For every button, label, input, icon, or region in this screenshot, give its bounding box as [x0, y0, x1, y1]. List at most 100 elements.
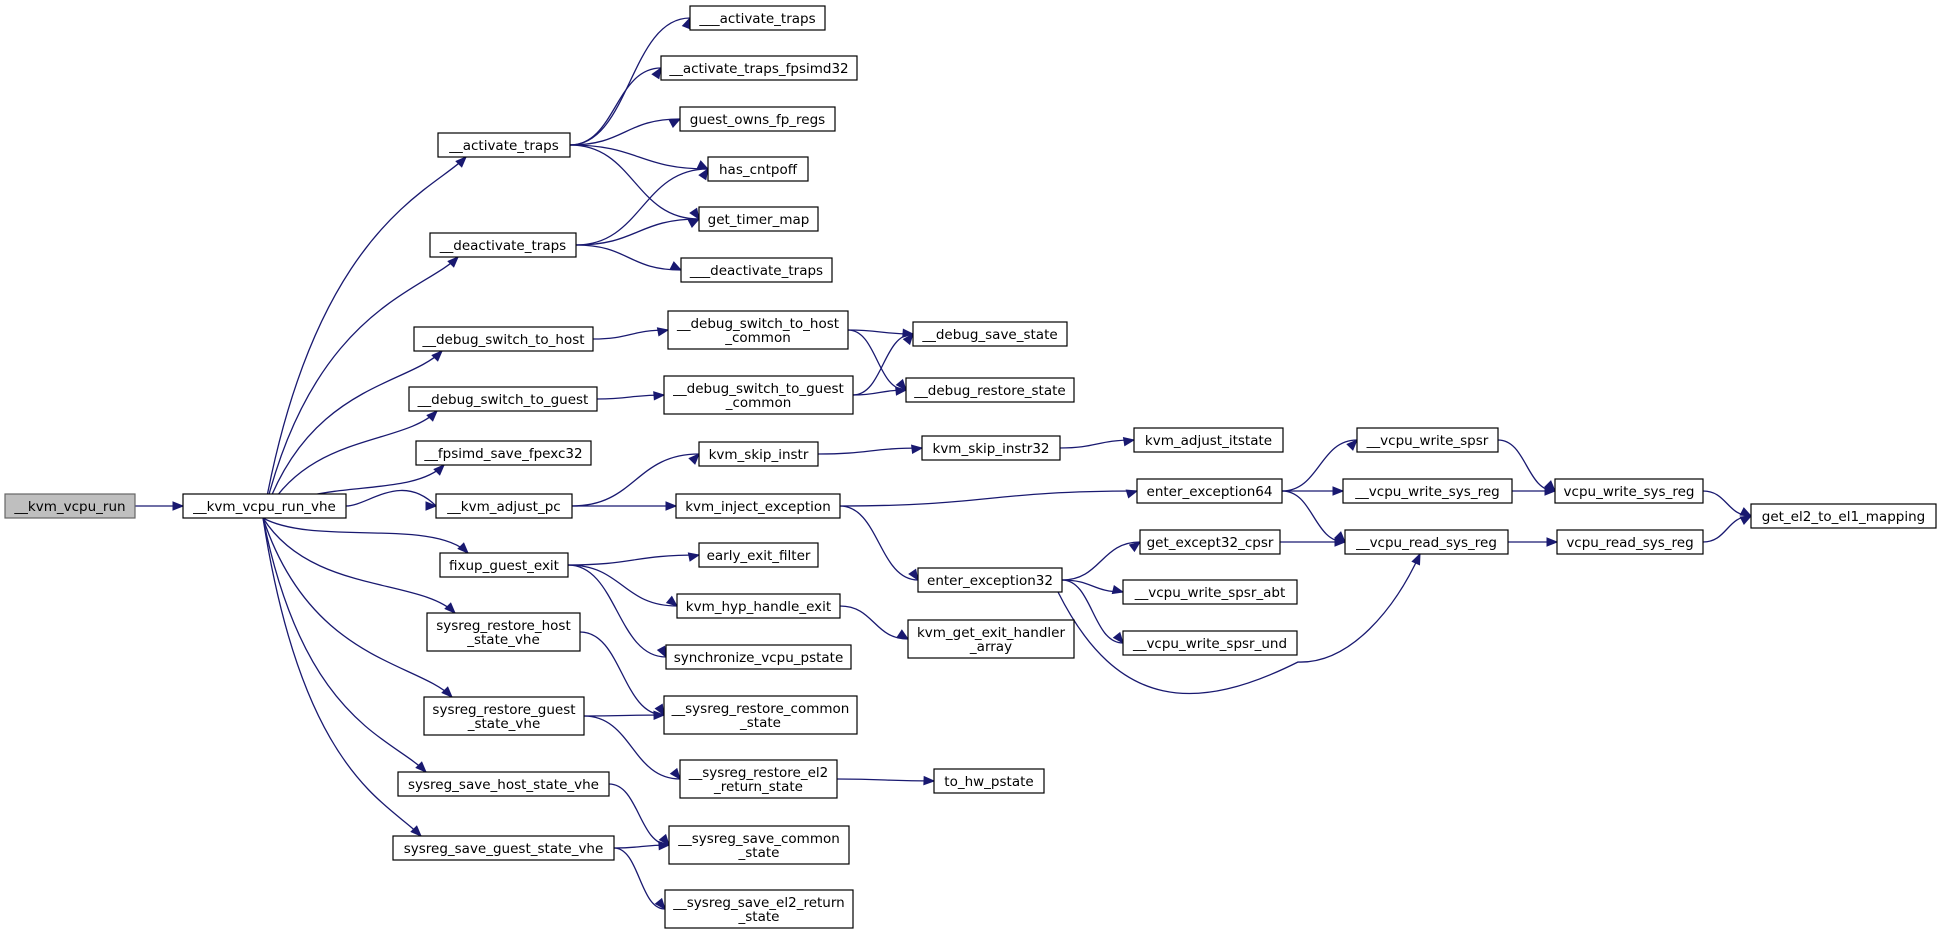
node-sysreg-save-el2-return-state[interactable]: __sysreg_save_el2_return_state	[664, 889, 854, 929]
node-kvm-skip-instr32[interactable]: kvm_skip_instr32	[921, 435, 1061, 461]
node-debug-switch-to-guest[interactable]: __debug_switch_to_guest	[408, 386, 598, 412]
edge-kvm_vcpu_run_vhe-to-sysreg_restore_host_state_vhe	[262, 517, 456, 614]
edge-enter_exception32-to-vcpu_read_sys_reg_priv	[1057, 552, 1421, 695]
node-label: enter_exception64	[1147, 484, 1273, 500]
edge-line	[569, 144, 709, 170]
edge-kvm_vcpu_run_vhe-to-debug_switch_to_guest	[262, 410, 438, 519]
node-label: __sysreg_restore_el2	[688, 765, 829, 781]
node-debug-switch-to-host[interactable]: __debug_switch_to_host	[413, 326, 594, 352]
edge-sysreg_save_guest_state_vhe-to-sysreg_save_el2_return_state	[613, 847, 666, 911]
node-box	[1356, 427, 1499, 453]
node-kvm-vcpu-run-vhe[interactable]: __kvm_vcpu_run_vhe	[182, 493, 347, 519]
node-sysreg-save-guest-state-vhe[interactable]: sysreg_save_guest_state_vhe	[392, 835, 615, 861]
node-label: kvm_skip_instr	[709, 447, 809, 463]
node-kvm-vcpu-run[interactable]: __kvm_vcpu_run	[4, 493, 136, 519]
arrowhead	[911, 444, 924, 454]
edge-deactivate_traps-to-has_cntpoff	[575, 167, 709, 246]
node-sysreg-restore-el2-return-state[interactable]: __sysreg_restore_el2_return_state	[679, 759, 838, 799]
node-label: _state_vhe	[466, 632, 540, 648]
node-label: _common	[724, 330, 791, 346]
arrowhead	[896, 629, 910, 640]
node-label: get_el2_to_el1_mapping	[1762, 509, 1925, 525]
arrowhead	[431, 350, 443, 362]
node-early-exit-filter[interactable]: early_exit_filter	[698, 542, 819, 568]
node-box	[665, 644, 852, 670]
node-label: sysreg_restore_host	[436, 618, 571, 634]
node-label: __sysreg_restore_common	[671, 701, 850, 717]
node-activate-traps[interactable]: __activate_traps	[437, 132, 571, 158]
node-synchronize-vcpu-pstate[interactable]: synchronize_vcpu_pstate	[665, 644, 852, 670]
node-debug-switch-to-guest-common[interactable]: __debug_switch_to_guest_common	[663, 375, 854, 415]
node-sysreg-restore-guest-state-vhe[interactable]: sysreg_restore_guest_state_vhe	[423, 696, 585, 736]
edge-deactivate_traps-to-deactivate_traps3	[575, 244, 683, 271]
node-kvm-get-exit-handler-array[interactable]: kvm_get_exit_handler_array	[907, 619, 1075, 659]
edge-line	[1059, 439, 1135, 449]
node-box	[408, 386, 598, 412]
edge-line	[839, 605, 909, 640]
arrowhead	[433, 464, 445, 476]
node-vcpu-write-sys-reg[interactable]: vcpu_write_sys_reg	[1554, 478, 1704, 504]
node-fpsimd-save-fpexc32[interactable]: __fpsimd_save_fpexc32	[415, 440, 592, 466]
edge-deactivate_traps-to-get_timer_map	[575, 218, 701, 246]
arrowhead	[656, 327, 670, 337]
node-deactivate-traps[interactable]: __deactivate_traps	[429, 232, 577, 258]
node-vcpu-write-spsr[interactable]: __vcpu_write_spsr	[1356, 427, 1499, 453]
node-debug-save-state[interactable]: __debug_save_state	[912, 321, 1068, 347]
node-debug-switch-to-host-common[interactable]: __debug_switch_to_host_common	[667, 310, 849, 350]
node-kvm-adjust-itstate[interactable]: kvm_adjust_itstate	[1133, 427, 1284, 453]
node-label: __vcpu_read_sys_reg	[1355, 535, 1497, 551]
node-get-el2-to-el1-mapping[interactable]: get_el2_to_el1_mapping	[1750, 503, 1937, 529]
arrowhead	[1334, 537, 1347, 547]
arrowhead	[172, 501, 185, 511]
edge-line	[575, 244, 682, 271]
node-box	[1133, 427, 1284, 453]
node-box	[437, 132, 571, 158]
node-box	[664, 889, 854, 929]
node-sysreg-save-common-state[interactable]: __sysreg_save_common_state	[668, 825, 850, 865]
node-has-cntpoff[interactable]: has_cntpoff	[707, 156, 809, 182]
node-vcpu-write-sys-reg-priv[interactable]: __vcpu_write_sys_reg	[1342, 478, 1513, 504]
node-box	[1136, 478, 1283, 504]
node-kvm-hyp-handle-exit[interactable]: kvm_hyp_handle_exit	[676, 593, 841, 619]
node-deactivate-traps3[interactable]: ___deactivate_traps	[680, 257, 833, 283]
node-vcpu-write-spsr-abt[interactable]: __vcpu_write_spsr_abt	[1122, 579, 1298, 605]
node-box	[675, 493, 841, 519]
edge-enter_exception32-to-vcpu_write_spsr_und	[1061, 579, 1124, 645]
arrowhead	[425, 501, 438, 511]
node-label: to_hw_pstate	[944, 774, 1033, 790]
node-debug-restore-state[interactable]: __debug_restore_state	[905, 377, 1075, 403]
node-sysreg-save-host-state-vhe[interactable]: sysreg_save_host_state_vhe	[397, 771, 610, 797]
node-vcpu-write-spsr-und[interactable]: __vcpu_write_spsr_und	[1122, 630, 1298, 656]
node-get-timer-map[interactable]: get_timer_map	[698, 206, 819, 232]
arrowhead	[415, 761, 427, 773]
node-to-hw-pstate[interactable]: to_hw_pstate	[933, 768, 1045, 794]
node-vcpu-read-sys-reg-priv[interactable]: __vcpu_read_sys_reg	[1344, 529, 1509, 555]
node-box	[917, 567, 1063, 593]
node-fixup-guest-exit[interactable]: fixup_guest_exit	[439, 552, 569, 578]
node-box	[689, 5, 826, 31]
edge-line	[608, 783, 670, 846]
edge-enter_exception32-to-vcpu_write_spsr_abt	[1061, 579, 1125, 595]
node-label: sysreg_save_host_state_vhe	[408, 777, 599, 793]
node-kvm-skip-instr[interactable]: kvm_skip_instr	[698, 441, 819, 467]
edge-line	[262, 256, 459, 519]
arrowhead	[1111, 584, 1125, 595]
edge-line	[1057, 553, 1421, 695]
node-enter-exception32[interactable]: enter_exception32	[917, 567, 1063, 593]
node-kvm-inject-exception[interactable]: kvm_inject_exception	[675, 493, 841, 519]
node-activate-traps-fpsimd32[interactable]: __activate_traps_fpsimd32	[660, 55, 858, 81]
edge-line	[262, 517, 453, 698]
node-get-except32-cpsr[interactable]: get_except32_cpsr	[1139, 529, 1281, 555]
node-label: guest_owns_fp_regs	[690, 112, 825, 128]
node-box	[667, 310, 849, 350]
node-kvm-adjust-pc[interactable]: __kvm_adjust_pc	[435, 493, 573, 519]
arrowhead	[895, 378, 907, 392]
node-vcpu-read-sys-reg[interactable]: vcpu_read_sys_reg	[1556, 529, 1704, 555]
node-activate-traps3[interactable]: ___activate_traps	[689, 5, 826, 31]
node-enter-exception64[interactable]: enter_exception64	[1136, 478, 1283, 504]
edge-line	[262, 517, 427, 773]
node-sysreg-restore-common-state[interactable]: __sysreg_restore_common_state	[663, 695, 858, 735]
node-guest-owns-fp-regs[interactable]: guest_owns_fp_regs	[679, 106, 836, 132]
node-sysreg-restore-host-state-vhe[interactable]: sysreg_restore_host_state_vhe	[426, 612, 581, 652]
node-box	[663, 375, 854, 415]
